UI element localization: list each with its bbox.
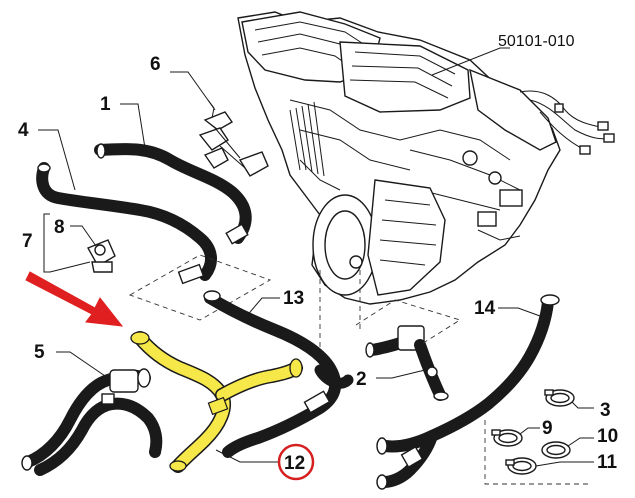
leader-7-lower bbox=[49, 261, 91, 273]
leader-3 bbox=[571, 401, 594, 409]
callout-9: 9 bbox=[542, 418, 553, 439]
callout-10: 10 bbox=[597, 426, 618, 447]
leader-8 bbox=[70, 225, 97, 247]
callout-4: 4 bbox=[18, 120, 29, 141]
part-1-hose bbox=[94, 143, 252, 245]
leader-6 bbox=[170, 71, 216, 111]
part-10-clamp bbox=[541, 441, 571, 459]
assembly-guide-1 bbox=[128, 254, 272, 321]
leader-13 bbox=[244, 297, 280, 319]
leader-14 bbox=[498, 307, 541, 317]
part-8-clip bbox=[87, 239, 116, 273]
leader-2 bbox=[376, 369, 426, 379]
callout-7: 7 bbox=[22, 231, 33, 252]
callout-14: 14 bbox=[474, 298, 496, 319]
part-6-bracket bbox=[198, 99, 269, 177]
indicator-arrow bbox=[25, 271, 124, 327]
part-5-hose bbox=[21, 368, 163, 476]
leader-4 bbox=[38, 129, 76, 191]
bracket-7 bbox=[43, 213, 50, 273]
part-2-valve bbox=[365, 325, 449, 401]
callout-5: 5 bbox=[34, 342, 45, 363]
callout-6: 6 bbox=[150, 54, 161, 75]
part-9-clamp bbox=[491, 429, 523, 447]
callout-1: 1 bbox=[100, 94, 111, 115]
part-11-clamp bbox=[505, 457, 537, 475]
leader-1 bbox=[120, 103, 146, 149]
assembly-guide-4 bbox=[355, 299, 462, 346]
leader-11 bbox=[535, 461, 594, 467]
part-13-hose bbox=[203, 290, 354, 458]
part-12-hose-highlighted bbox=[130, 331, 303, 473]
hvac-housing-assembly bbox=[237, 11, 615, 305]
part-3-clamp bbox=[544, 389, 575, 407]
callout-13: 13 bbox=[283, 288, 304, 309]
clamp-group-guide bbox=[484, 420, 590, 485]
callout-12: 12 bbox=[284, 453, 305, 474]
part-4-hose bbox=[36, 162, 217, 285]
leader-10 bbox=[567, 437, 594, 447]
callout-11: 11 bbox=[597, 452, 618, 473]
leader-12 bbox=[215, 449, 280, 463]
leader-5 bbox=[56, 351, 109, 379]
callout-8: 8 bbox=[54, 217, 65, 238]
callout-2: 2 bbox=[356, 369, 367, 390]
callout-12-highlight-circle bbox=[277, 443, 315, 481]
callout-3: 3 bbox=[600, 400, 611, 421]
leader-9 bbox=[519, 427, 540, 435]
part-14-hose bbox=[376, 294, 560, 490]
leader-reference bbox=[431, 47, 510, 76]
reference-code-label: 50101-010 bbox=[498, 33, 575, 50]
